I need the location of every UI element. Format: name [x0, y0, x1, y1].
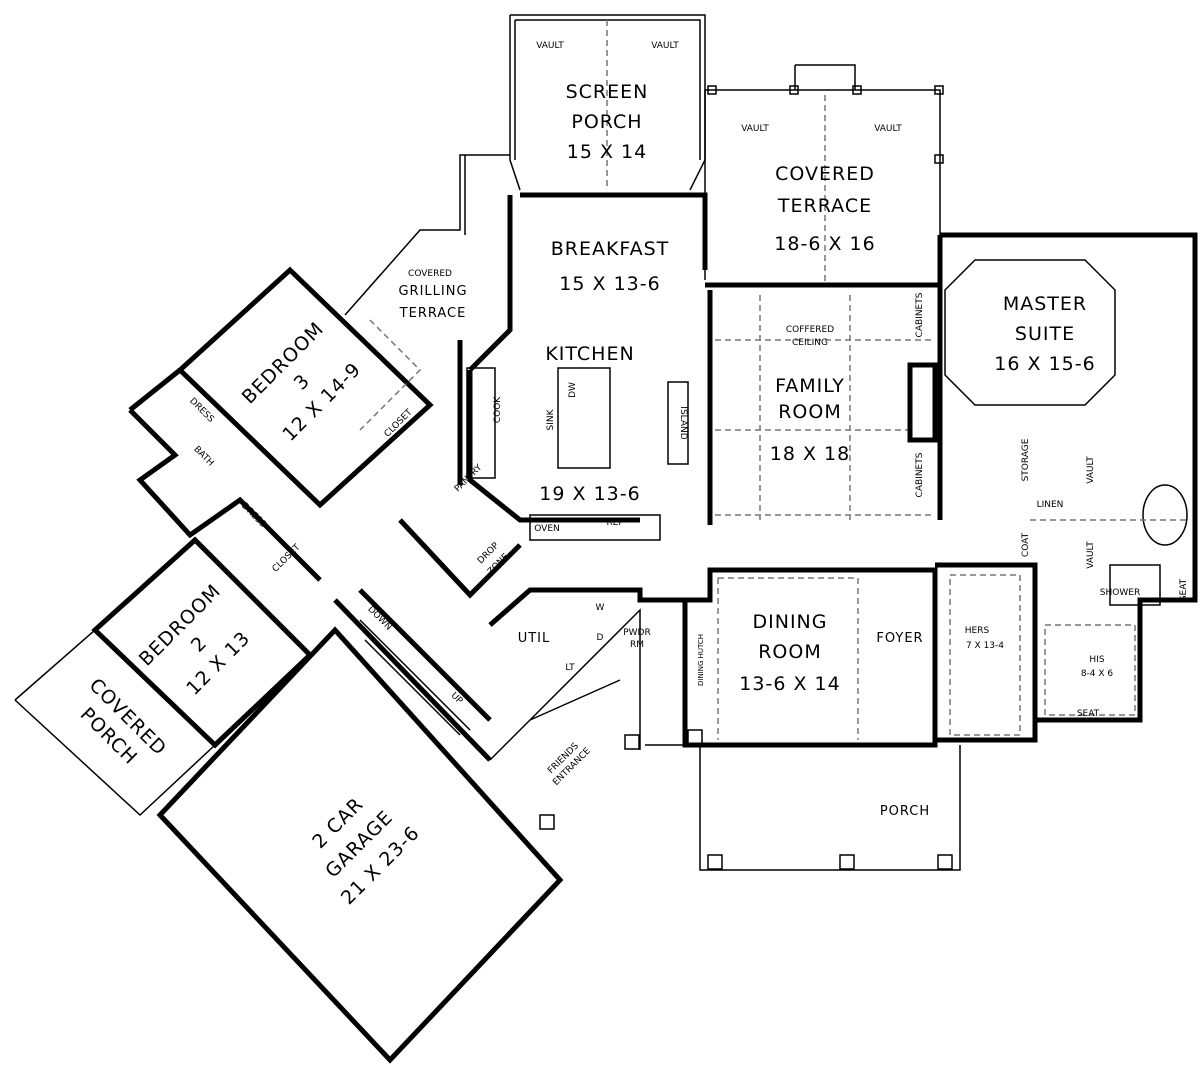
ceiling-note: CEILING — [792, 338, 828, 348]
family-room-label: FAMILY — [775, 375, 845, 397]
ref-label: REF — [606, 518, 623, 528]
covered-terrace-label: COVERED — [775, 163, 875, 185]
fireplace — [907, 362, 938, 443]
rm-label: RM — [630, 640, 644, 650]
vault-label: VAULT — [741, 124, 769, 134]
cook-label: COOK — [493, 396, 503, 423]
bath-label: BATH — [191, 445, 215, 469]
bedroom3-size: 12 X 14-9 — [278, 358, 365, 445]
shower-label: SHOWER — [1100, 588, 1140, 598]
d-label: D — [597, 633, 604, 643]
his-size: 8-4 X 6 — [1081, 669, 1114, 679]
master-suite-size: 16 X 15-6 — [994, 353, 1095, 375]
seat-label: SEAT — [1077, 709, 1100, 719]
pwdr-label: PWDR — [623, 628, 651, 638]
storage-label: STORAGE — [1021, 438, 1031, 481]
grilling-terrace-outline — [344, 154, 510, 316]
cabinets-label: CABINETS — [915, 292, 925, 337]
vault-label: VAULT — [1086, 541, 1096, 569]
dining-hutch-label: DINING HUTCH — [697, 634, 705, 686]
master-suite-label-2: SUITE — [1015, 323, 1075, 345]
vault-label: VAULT — [1086, 456, 1096, 484]
covered-terrace-label-2: TERRACE — [777, 195, 872, 217]
bedroom2-number: 2 — [187, 632, 212, 657]
grilling-terrace-label: GRILLING — [398, 284, 467, 299]
hers-label: HERS — [965, 626, 990, 636]
seat-label: SEAT — [1179, 578, 1189, 601]
master-suite-label: MASTER — [1003, 293, 1087, 315]
screen-porch-label-2: PORCH — [571, 111, 642, 133]
cabinets-label: CABINETS — [915, 452, 925, 497]
grilling-terrace-label-2: TERRACE — [399, 306, 467, 321]
coffered-note: COFFERED — [786, 325, 834, 335]
vault-label: VAULT — [651, 41, 679, 51]
screen-porch — [509, 14, 706, 191]
screen-porch-label: SCREEN — [566, 81, 649, 103]
coat-label: COAT — [1021, 532, 1031, 557]
util-label: UTIL — [518, 631, 551, 646]
family-room-label-2: ROOM — [778, 401, 842, 423]
foyer-label: FOYER — [876, 631, 923, 646]
screen-porch-size: 15 X 14 — [567, 141, 647, 163]
covered-terrace-size: 18-6 X 16 — [774, 233, 875, 255]
family-room-size: 18 X 18 — [770, 443, 850, 465]
island-label: ISLAND — [678, 406, 688, 439]
grilling-covered-note: COVERED — [408, 269, 452, 279]
dress-label: DRESS — [239, 501, 268, 530]
vault-label: VAULT — [874, 124, 902, 134]
front-porch — [539, 729, 961, 871]
vault-label: VAULT — [536, 41, 564, 51]
breakfast-size: 15 X 13-6 — [559, 273, 660, 295]
bedroom3-number: 3 — [290, 370, 315, 395]
oven-label: OVEN — [534, 524, 560, 534]
dining-label-2: ROOM — [758, 641, 822, 663]
sink-label: SINK — [546, 408, 556, 430]
dining-size: 13-6 X 14 — [739, 673, 840, 695]
lt-label: LT — [565, 663, 575, 673]
w-label: W — [596, 603, 605, 613]
dining-label: DINING — [753, 611, 828, 633]
walls — [14, 192, 1198, 1064]
hers-size: 7 X 13-4 — [966, 641, 1004, 651]
interior-details — [359, 259, 1190, 740]
dw-label: DW — [568, 382, 578, 398]
kitchen-size: 19 X 13-6 — [539, 483, 640, 505]
linen-label: LINEN — [1037, 500, 1064, 510]
covered-terrace — [704, 64, 944, 285]
his-label: HIS — [1089, 655, 1104, 665]
porch-label: PORCH — [880, 804, 930, 819]
breakfast-label: BREAKFAST — [551, 238, 670, 260]
kitchen-label: KITCHEN — [545, 343, 634, 365]
